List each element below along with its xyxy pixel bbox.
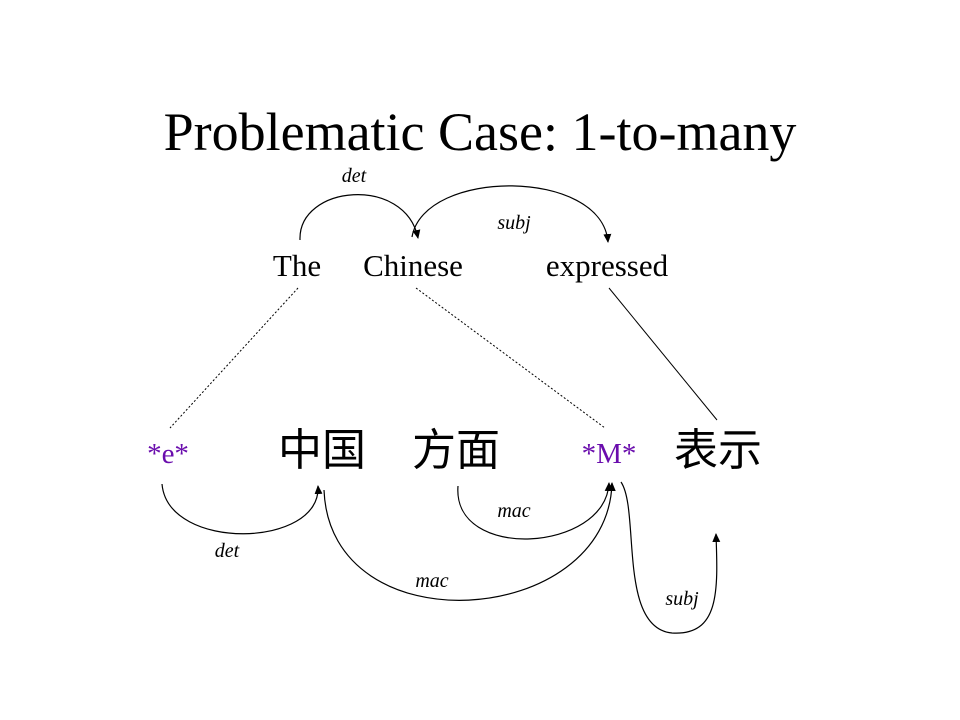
chinese-arc-mac-zhongguo [323,482,616,601]
english-arc-label-det: det [342,165,367,187]
slide-title: Problematic Case: 1-to-many [164,102,797,162]
chinese-arc-label-mac-zhongguo: mac [415,570,448,592]
english-word-expressed: expressed [546,248,669,283]
chinese-word-biaoshi: 表示 [674,425,762,476]
english-word-the: The [273,248,321,283]
chinese-empty-e: *e* [147,438,189,470]
alignment-expressed-to-biaoshi [608,287,718,421]
chinese-arc-label-mac-fangmian: mac [497,500,530,522]
chinese-arc-subj [620,481,721,634]
chinese-arc-label-det: det [215,540,240,562]
chinese-arcs [161,481,721,634]
alignment-chinese-to-empty-m [415,287,606,429]
english-arc-det [299,194,421,241]
chinese-arc-det [161,483,323,535]
chinese-arc-mac-fangmian [457,482,613,540]
chinese-word-fangmian: 方面 [412,425,500,476]
english-arc-label-subj: subj [497,212,531,234]
alignment-the-to-empty-e [169,287,299,429]
english-arcs [299,185,612,243]
english-word-chinese: Chinese [363,248,463,283]
chinese-empty-m: *M* [582,438,637,470]
chinese-arc-label-subj: subj [665,588,699,610]
english-arc-subj [411,185,612,243]
alignment-lines [169,287,718,429]
chinese-word-zhongguo: 中国 [278,425,366,476]
